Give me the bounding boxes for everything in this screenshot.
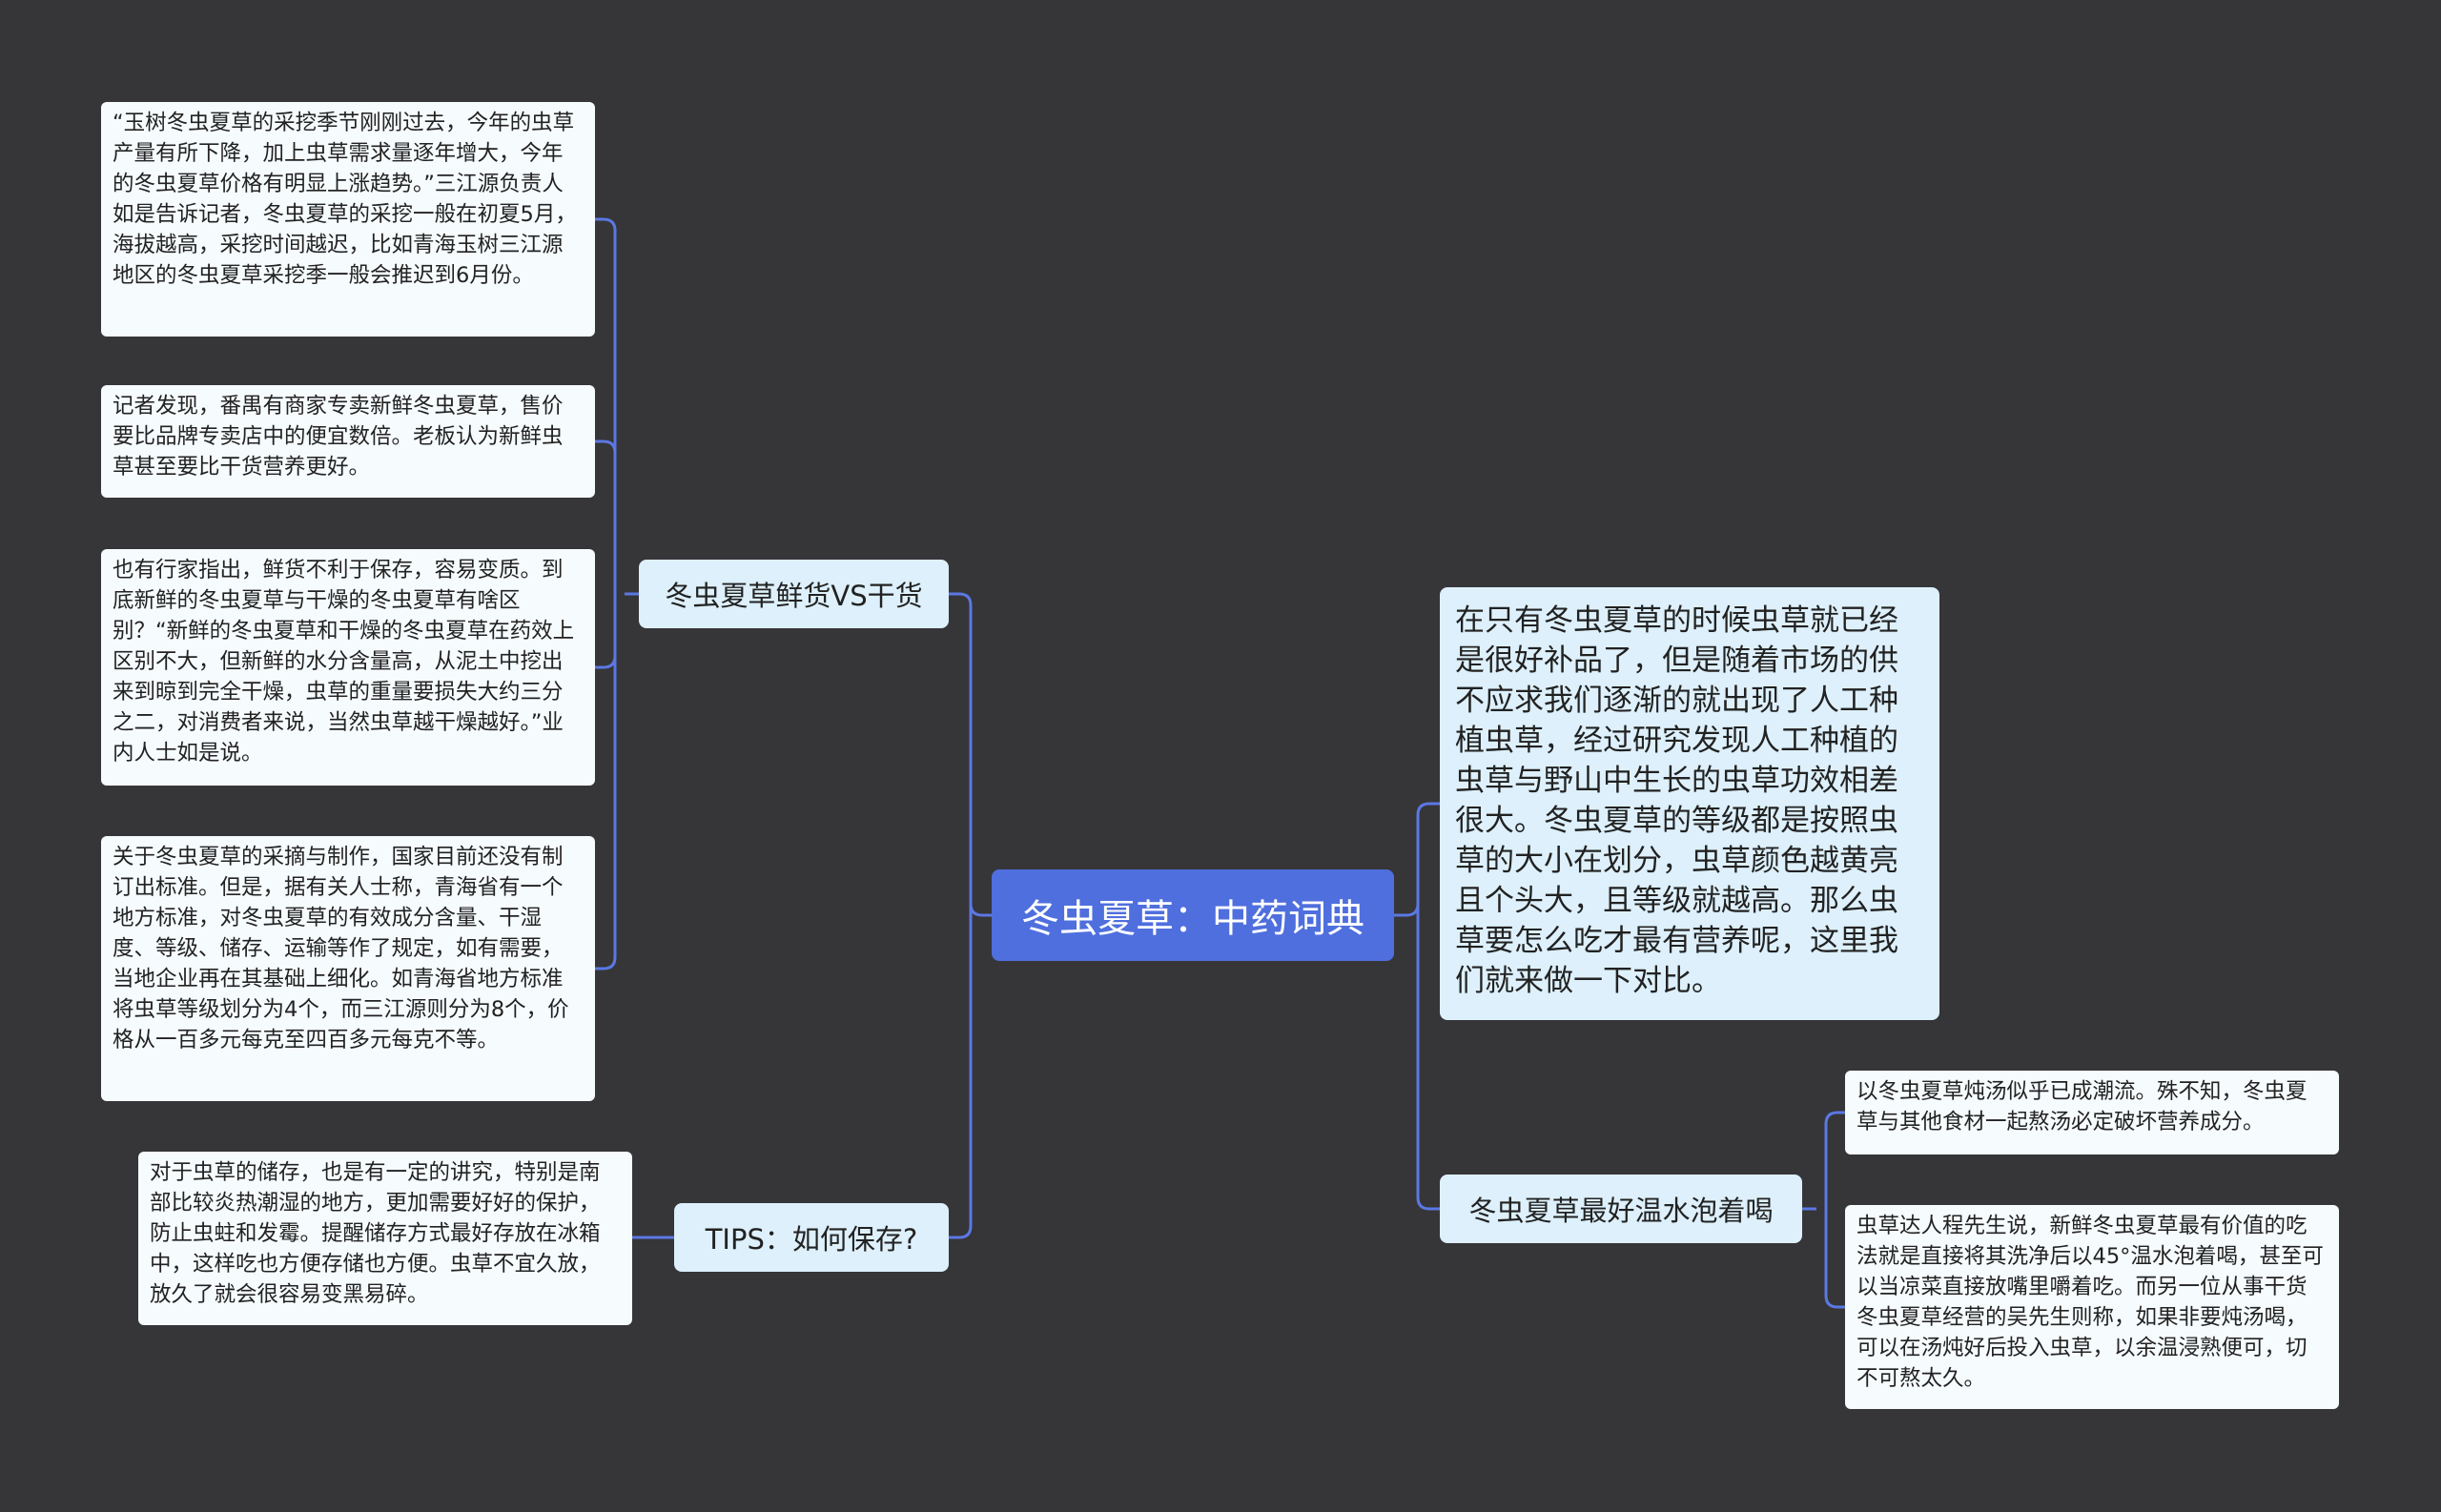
connector-warm-leaf-0 — [1824, 1111, 1845, 1125]
leaf-fresh-seller-text: 记者发现，番禺有商家专卖新鲜冬虫夏草，售价要比品牌专卖店中的便宜数倍。老板认为新… — [113, 394, 564, 480]
branch-warm-water[interactable]: 冬虫夏草最好温水泡着喝 — [1440, 1175, 1802, 1243]
connector-fresh-leaf-2 — [595, 655, 617, 669]
leaf-warm-water-method[interactable]: 虫草达人程先生说，新鲜冬虫夏草最有价值的吃法就是直接将其洗净后以45°温水泡着喝… — [1845, 1205, 2339, 1409]
leaf-standards[interactable]: 关于冬虫夏草的采摘与制作，国家目前还没有制订出标准。但是，据有关人士称，青海省有… — [101, 836, 595, 1101]
connector-fresh-leaf-3 — [595, 956, 617, 971]
intro-text-node[interactable]: 在只有冬虫夏草的时候虫草就已经是很好补品了，但是随着市场的供不应求我们逐渐的就出… — [1440, 587, 1939, 1020]
connector-fresh-leaf-0 — [595, 217, 617, 232]
leaf-warm-water-method-text: 虫草达人程先生说，新鲜冬虫夏草最有价值的吃法就是直接将其洗净后以45°温水泡着喝… — [1856, 1214, 2324, 1391]
leaf-harvest-season-text: “玉树冬虫夏草的采挖季节刚刚过去，今年的虫草产量有所下降，加上虫草需求量逐年增大… — [113, 111, 577, 288]
branch-fresh-vs-dry-label: 冬虫夏草鲜货VS干货 — [665, 580, 923, 612]
connector-root-intro — [1394, 802, 1440, 917]
leaf-soup-trend-text: 以冬虫夏草炖汤似乎已成潮流。殊不知，冬虫夏草与其他食材一起熬汤必定破坏营养成分。 — [1856, 1079, 2308, 1134]
branch-tips-label: TIPS：如何保存? — [705, 1223, 918, 1256]
connector-fresh-leaf-1 — [595, 439, 617, 454]
connector-warm-leaf-1 — [1824, 1295, 1845, 1309]
connector-root-warm — [1416, 904, 1440, 1211]
leaf-storage[interactable]: 对于虫草的储存，也是有一定的讲究，特别是南部比较炎热潮湿的地方，更加需要好好的保… — [138, 1152, 632, 1325]
connector-root-tips — [949, 904, 973, 1239]
intro-text: 在只有冬虫夏草的时候虫草就已经是很好补品了，但是随着市场的供不应求我们逐渐的就出… — [1455, 603, 1898, 998]
leaf-harvest-season[interactable]: “玉树冬虫夏草的采挖季节刚刚过去，今年的虫草产量有所下降，加上虫草需求量逐年增大… — [101, 102, 595, 337]
leaf-soup-trend[interactable]: 以冬虫夏草炖汤似乎已成潮流。殊不知，冬虫夏草与其他食材一起熬汤必定破坏营养成分。 — [1845, 1071, 2339, 1154]
branch-tips[interactable]: TIPS：如何保存? — [674, 1203, 949, 1272]
connector-root-fresh — [949, 592, 992, 917]
branch-fresh-vs-dry[interactable]: 冬虫夏草鲜货VS干货 — [639, 560, 949, 628]
leaf-expert-opinion[interactable]: 也有行家指出，鲜货不利于保存，容易变质。到底新鲜的冬虫夏草与干燥的冬虫夏草有啥区… — [101, 549, 595, 786]
root-topic[interactable]: 冬虫夏草：中药词典 — [992, 869, 1394, 961]
leaf-storage-text: 对于虫草的储存，也是有一定的讲究，特别是南部比较炎热潮湿的地方，更加需要好好的保… — [150, 1160, 601, 1307]
branch-warm-water-label: 冬虫夏草最好温水泡着喝 — [1468, 1195, 1774, 1227]
leaf-expert-opinion-text: 也有行家指出，鲜货不利于保存，容易变质。到底新鲜的冬虫夏草与干燥的冬虫夏草有啥区… — [113, 558, 575, 766]
leaf-fresh-seller[interactable]: 记者发现，番禺有商家专卖新鲜冬虫夏草，售价要比品牌专卖店中的便宜数倍。老板认为新… — [101, 385, 595, 498]
leaf-standards-text: 关于冬虫夏草的采摘与制作，国家目前还没有制订出标准。但是，据有关人士称，青海省有… — [113, 845, 569, 1052]
root-topic-label: 冬虫夏草：中药词典 — [1021, 897, 1364, 941]
